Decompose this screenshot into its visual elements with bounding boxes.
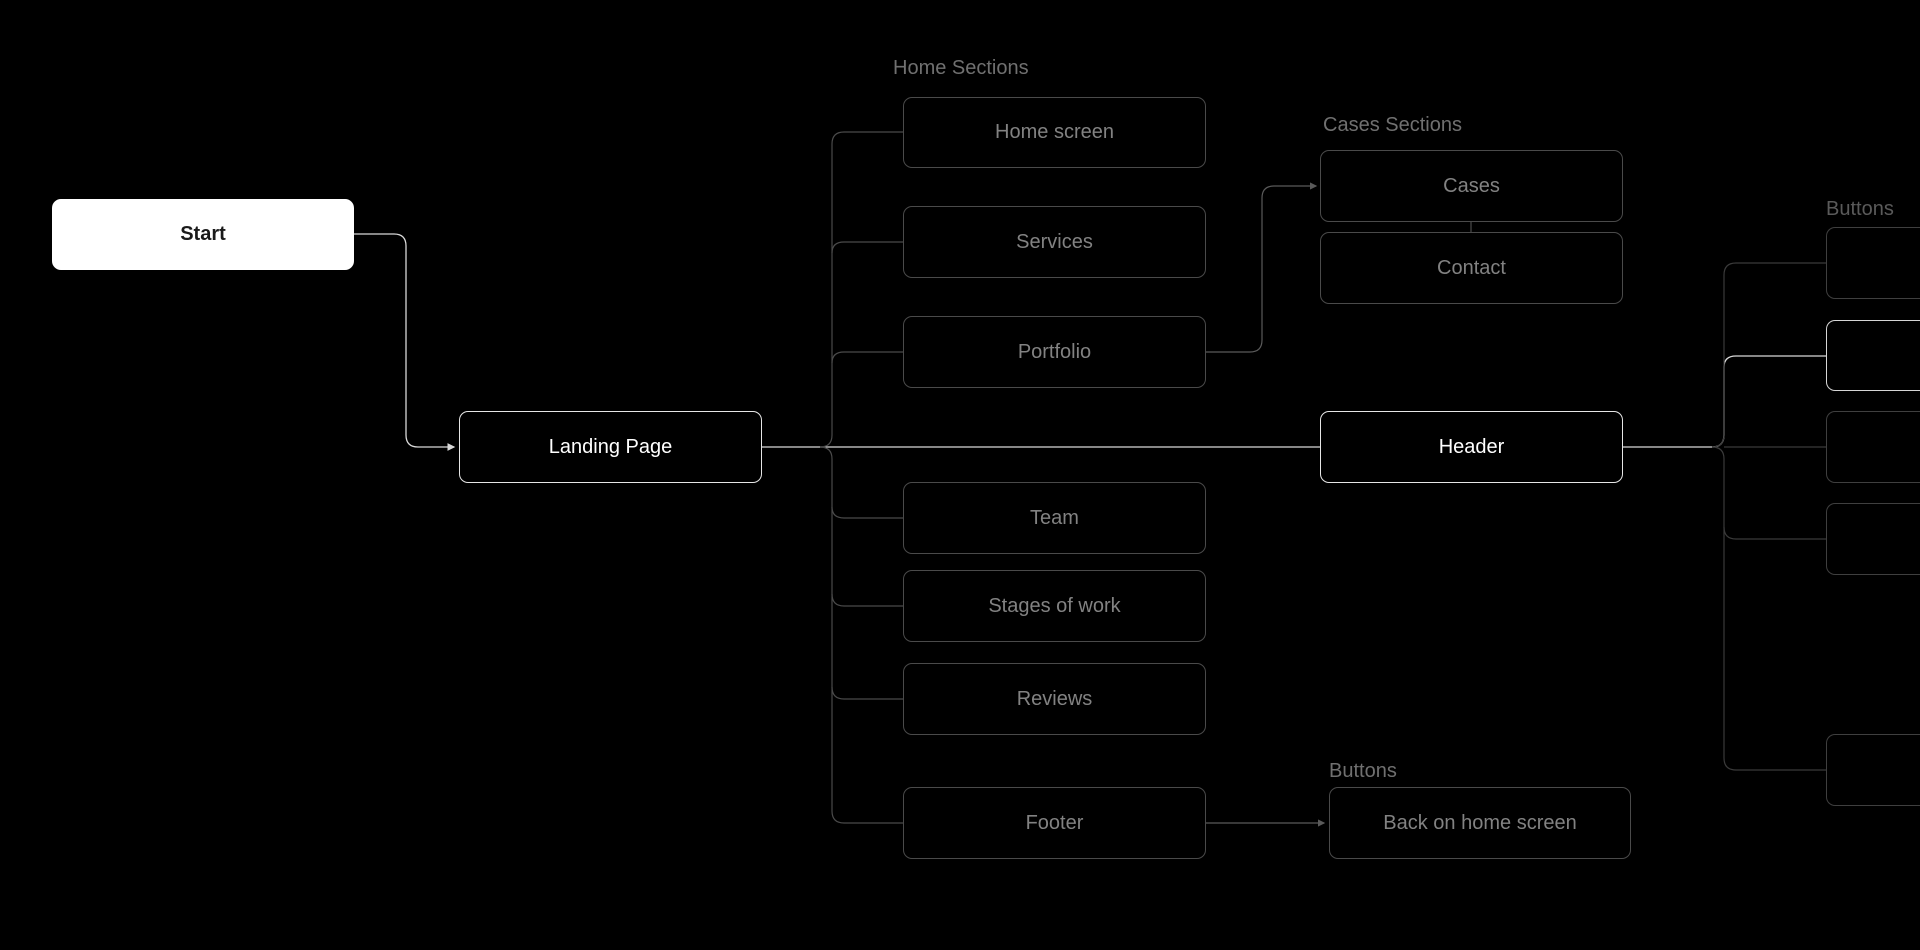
landing-page-node-label: Landing Page	[548, 435, 673, 458]
services-node-label: Services	[1016, 230, 1093, 253]
header-button-5-node[interactable]	[1826, 734, 1920, 806]
home-sections-label: Home Sections	[893, 57, 1029, 79]
stages-of-work-node-label: Stages of work	[988, 594, 1121, 617]
header-button-1-node[interactable]	[1826, 227, 1920, 299]
footer-node[interactable]: Footer	[903, 787, 1206, 859]
connector-portfolio-cases	[1206, 182, 1318, 353]
back-on-home-screen-node[interactable]: Back on home screen	[1329, 787, 1631, 859]
header-buttons-label: Buttons	[1826, 198, 1894, 220]
header-node[interactable]: Header	[1320, 411, 1623, 483]
start-node-label: Start	[180, 223, 226, 245]
reviews-node[interactable]: Reviews	[903, 663, 1206, 735]
cases-node-label: Cases	[1443, 174, 1500, 197]
stages-of-work-node[interactable]: Stages of work	[903, 570, 1206, 642]
portfolio-node-label: Portfolio	[1017, 340, 1092, 363]
footer-node-label: Footer	[1025, 811, 1084, 834]
connector-header-buttons	[1622, 355, 1826, 448]
cases-node[interactable]: Cases	[1320, 150, 1623, 222]
header-button-2-node[interactable]	[1826, 320, 1920, 391]
header-button-3-node[interactable]	[1826, 411, 1920, 483]
start-node[interactable]: Start	[52, 199, 354, 270]
home-sections-connectors	[819, 131, 903, 824]
header-button-4-node[interactable]	[1826, 503, 1920, 575]
cases-sections-label: Cases Sections	[1323, 114, 1462, 136]
portfolio-node[interactable]: Portfolio	[903, 316, 1206, 388]
connector-start-landing	[354, 233, 456, 451]
contact-node[interactable]: Contact	[1320, 232, 1623, 304]
home-screen-node-label: Home screen	[995, 121, 1114, 143]
home-screen-node[interactable]: Home screen	[903, 97, 1206, 168]
reviews-node-label: Reviews	[1016, 687, 1093, 710]
team-node-label: Team	[1030, 506, 1079, 529]
header-node-label: Header	[1438, 435, 1505, 458]
contact-node-label: Contact	[1437, 256, 1506, 279]
landing-page-node[interactable]: Landing Page	[459, 411, 762, 483]
back-on-home-screen-node-label: Back on home screen	[1383, 811, 1577, 834]
team-node[interactable]: Team	[903, 482, 1206, 554]
services-node[interactable]: Services	[903, 206, 1206, 278]
header-buttons-connectors	[1711, 262, 1826, 771]
footer-buttons-label: Buttons	[1329, 760, 1397, 782]
